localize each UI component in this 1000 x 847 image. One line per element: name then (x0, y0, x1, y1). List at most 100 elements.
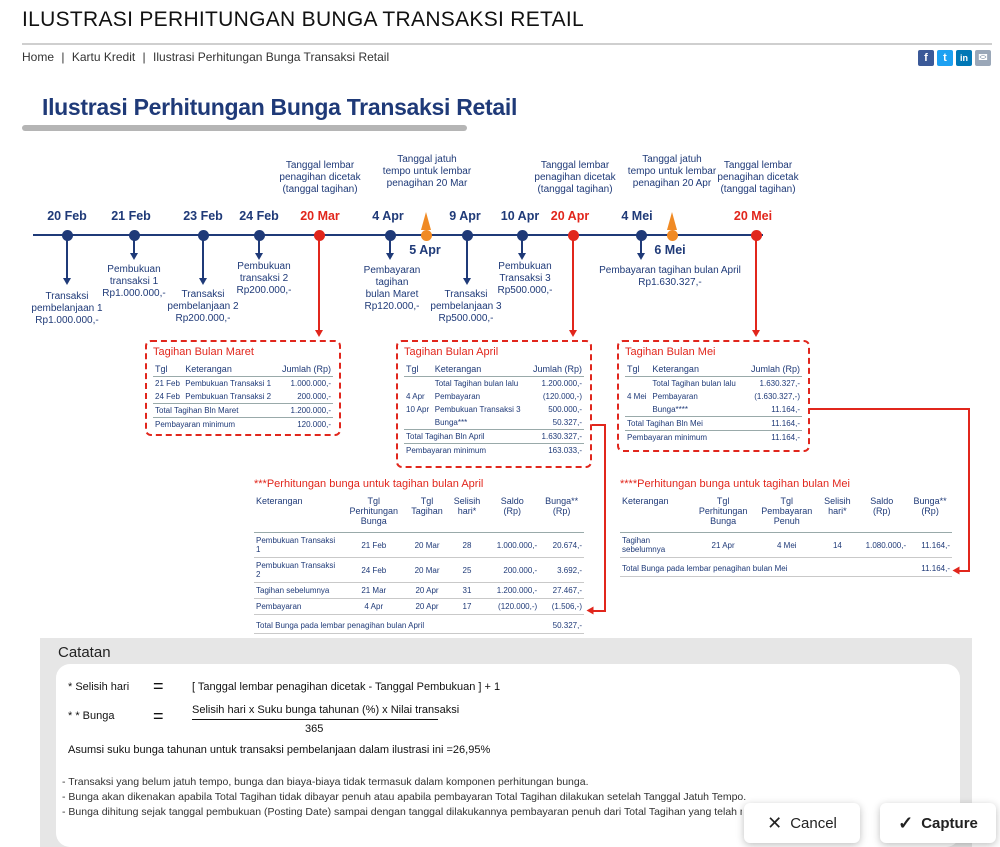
event-label: Transaksi pembelanjaan 2 Rp200.000,- (167, 289, 239, 324)
calc-mei-table: Keterangan Tgl Perhitungan Bunga Tgl Pem… (620, 496, 952, 577)
cell: 1.200.000,- (277, 403, 333, 418)
cell: Pembayaran minimum (153, 417, 278, 431)
connector-line (592, 610, 606, 612)
capture-button[interactable]: ✓ Capture (880, 803, 996, 843)
calc-april-table: Keterangan Tgl Perhitungan Bunga Tgl Tag… (254, 496, 584, 634)
calc-april: ***Perhitungan bunga untuk tagihan bulan… (254, 478, 584, 634)
cell: Total Bunga pada lembar penagihan bulan … (254, 614, 540, 634)
col-header: Saldo (Rp) (485, 496, 540, 533)
cell: 163.033,- (527, 443, 584, 457)
cell: Pembukuan Transaksi 2 (185, 392, 272, 401)
twitter-icon[interactable]: t (937, 50, 953, 66)
col-header: Tgl (625, 362, 651, 377)
cell: 11.164,- (908, 557, 952, 577)
arrow-down-icon (637, 253, 645, 260)
timeline-dot (462, 230, 473, 241)
bunga-numerator: Selisih hari x Suku bunga tahunan (%) x … (192, 704, 460, 716)
cell: (120.000,-) (542, 392, 582, 401)
cell: 21 Feb (155, 379, 180, 388)
cell: Total Bunga pada lembar penagihan bulan … (620, 557, 909, 577)
arrow-line (202, 240, 204, 278)
timeline-date: 20 Apr (550, 209, 590, 223)
cell: 28 (448, 532, 486, 558)
breadcrumb-kartu-kredit[interactable]: Kartu Kredit (71, 50, 136, 64)
bunga-label: * * Bunga (68, 710, 115, 722)
cell: 4 Apr (342, 598, 406, 615)
email-icon[interactable]: ✉ (975, 50, 991, 66)
timeline-dot-billing (751, 230, 762, 241)
catatan-title: Catatan (58, 644, 111, 661)
arrow-line (66, 240, 68, 278)
event-label: Transaksi pembelanjaan 1 Rp1.000.000,- (31, 291, 103, 326)
timeline-dot (129, 230, 140, 241)
cancel-button[interactable]: ✕ Cancel (744, 803, 860, 843)
table-row: Bunga****11.164,- (625, 403, 802, 417)
timeline-date: 9 Apr (449, 209, 481, 223)
cell: 21 Mar (342, 582, 406, 599)
timeline-dot-due (667, 230, 678, 241)
timeline-dot-billing (568, 230, 579, 241)
cell: 1.000.000,- (485, 532, 540, 558)
col-header: Selisih hari* (819, 496, 856, 533)
cell: 11.164,- (744, 416, 802, 431)
cell: 24 Feb (342, 557, 406, 583)
cell: Pembukuan Transaksi 2 (254, 557, 342, 583)
cell: 24 Feb (155, 392, 180, 401)
timeline-dot (254, 230, 265, 241)
facebook-icon[interactable]: f (918, 50, 934, 66)
arrow-down-icon (752, 330, 760, 337)
timeline-top-label: Tanggal jatuh tempo untuk lembar penagih… (382, 154, 472, 189)
linkedin-icon[interactable]: in (956, 50, 972, 66)
timeline-date: 20 Mei (733, 209, 773, 223)
total-row: Total Bunga pada lembar penagihan bulan … (254, 614, 584, 634)
timeline-date: 24 Feb (239, 209, 279, 223)
timeline-dot-due (421, 230, 432, 241)
cell: 500.000,- (548, 405, 582, 414)
timeline-dot (385, 230, 396, 241)
cell: 1.200.000,- (485, 582, 540, 599)
cell: 1.630.327,- (759, 379, 800, 388)
fraction-bar (192, 719, 438, 720)
table-row: Bunga***50.327,- (404, 416, 584, 430)
due-date-marker-icon (421, 212, 431, 230)
col-header: Tgl Perhitungan Bunga (342, 496, 406, 533)
arrow-down-icon (63, 278, 71, 285)
cell: 21 Feb (342, 532, 406, 558)
timeline-top-label: Tanggal jatuh tempo untuk lembar penagih… (627, 154, 717, 189)
timeline-date: 6 Mei (654, 243, 686, 257)
cell: 1.080.000,- (855, 532, 909, 558)
cell: 20.674,- (539, 532, 584, 558)
arrow-line (258, 240, 260, 254)
cell: Pembukuan Transaksi 3 (434, 405, 521, 414)
timeline-dot (636, 230, 647, 241)
cell: 200.000,- (297, 392, 331, 401)
total-row: Total Bunga pada lembar penagihan bulan … (620, 557, 952, 577)
cell: Total Tagihan bulan lalu (434, 379, 519, 388)
arrow-down-icon (386, 253, 394, 260)
timeline-dot-billing (314, 230, 325, 241)
col-header: Tgl (404, 362, 433, 377)
cell: (1.630.327,-) (754, 392, 800, 401)
cell: 11.164,- (744, 430, 802, 444)
arrow-down-icon (315, 330, 323, 337)
cell: Total Tagihan Bln Maret (153, 403, 278, 418)
breadcrumb-home[interactable]: Home (22, 50, 55, 64)
cell: 50.327,- (552, 418, 582, 427)
timeline-date: 4 Mei (621, 209, 653, 223)
cell: Pembukuan Transaksi 1 (254, 532, 342, 558)
calc-title: ***Perhitungan bunga untuk tagihan bulan… (254, 478, 484, 490)
col-header: Tgl Perhitungan Bunga (692, 496, 755, 533)
billing-arrow-line (572, 240, 574, 330)
event-label: Transaksi pembelanjaan 3 Rp500.000,- (430, 289, 502, 324)
arrow-line (521, 240, 523, 254)
